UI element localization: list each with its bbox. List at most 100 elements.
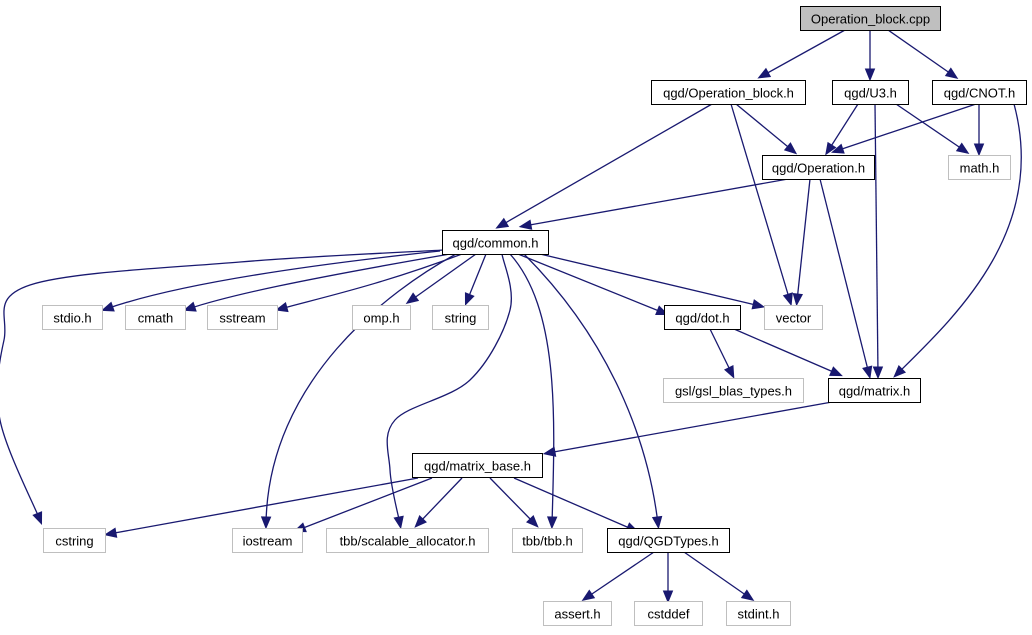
node-box xyxy=(543,601,612,626)
edge-matrix-base-h-to-iostream xyxy=(297,477,433,531)
node-box xyxy=(634,601,703,626)
node-box xyxy=(651,80,806,105)
arrowhead-icon xyxy=(100,301,115,312)
arrowhead-icon xyxy=(393,515,404,530)
edge-dot-h-to-matrix-h xyxy=(733,328,839,375)
arrowhead-icon xyxy=(518,219,533,230)
node-matrix-base-h[interactable]: qgd/matrix_base.h xyxy=(412,453,543,478)
node-stdint-h: stdint.h xyxy=(726,601,791,626)
node-operation-h[interactable]: qgd/Operation.h xyxy=(762,155,875,180)
node-dot-h[interactable]: qgd/dot.h xyxy=(664,305,741,330)
edge-operation-block-h-to-operation-h xyxy=(735,103,794,152)
node-label: stdio.h xyxy=(53,311,91,326)
edge-common-h-to-tbb-scalable-allocator-h xyxy=(386,253,512,525)
arrowhead-icon xyxy=(864,68,876,82)
node-box xyxy=(352,305,411,330)
node-label: cstring xyxy=(55,534,93,549)
edge-common-h-to-cmath xyxy=(187,253,451,310)
arrowhead-icon xyxy=(546,516,558,530)
node-box xyxy=(726,601,791,626)
edge-common-h-to-stdio-h xyxy=(105,250,441,310)
node-math-h: math.h xyxy=(948,155,1011,180)
arrowhead-icon xyxy=(862,365,873,380)
arrowhead-icon xyxy=(782,292,793,307)
arrowhead-icon xyxy=(651,515,663,530)
arrowhead-icon xyxy=(757,67,772,79)
arrowhead-icon xyxy=(829,366,843,377)
node-label: iostream xyxy=(243,534,293,549)
node-label: math.h xyxy=(960,161,1000,176)
node-box xyxy=(948,155,1011,180)
node-label: Operation_block.cpp xyxy=(811,12,930,27)
edge-u3-h-to-math-h xyxy=(895,103,966,152)
arrowhead-icon xyxy=(792,292,804,307)
arrowhead-icon xyxy=(405,292,420,305)
node-box xyxy=(42,305,103,330)
arrowhead-icon xyxy=(751,299,766,310)
arrowhead-icon xyxy=(872,366,884,380)
edge-cnot-h-to-matrix-h xyxy=(896,103,1022,375)
node-box xyxy=(664,305,741,330)
arrowhead-icon xyxy=(103,527,118,538)
node-qgdtypes-h[interactable]: qgd/QGDTypes.h xyxy=(607,528,730,553)
node-label: omp.h xyxy=(363,311,399,326)
node-tbb-scalable-allocator-h: tbb/scalable_allocator.h xyxy=(326,528,489,553)
arrowhead-icon xyxy=(32,511,43,525)
arrowhead-icon xyxy=(973,143,985,157)
edge-cnot-h-to-operation-h xyxy=(835,103,977,152)
node-box xyxy=(412,453,543,478)
node-cstddef: cstddef xyxy=(634,601,703,626)
edge-common-h-to-vector xyxy=(539,253,761,307)
edge-common-h-to-dot-h xyxy=(517,253,665,314)
node-box xyxy=(432,305,489,330)
node-label: qgd/Operation_block.h xyxy=(663,86,794,101)
edge-common-h-to-omp-h xyxy=(409,253,477,302)
arrowhead-icon xyxy=(414,514,427,528)
arrowhead-icon xyxy=(495,217,510,229)
node-label: vector xyxy=(776,311,812,326)
edge-common-h-to-qgdtypes-h xyxy=(523,253,659,525)
edge-operation-h-to-common-h xyxy=(523,178,789,227)
node-label: stdint.h xyxy=(738,607,780,622)
node-cmath: cmath xyxy=(125,305,186,330)
edge-qgdtypes-h-to-assert-h xyxy=(585,551,655,599)
node-label: qgd/U3.h xyxy=(844,86,897,101)
arrowhead-icon xyxy=(830,143,845,154)
node-common-h[interactable]: qgd/common.h xyxy=(442,230,549,255)
node-box xyxy=(762,155,875,180)
node-box xyxy=(800,6,941,31)
arrowhead-icon xyxy=(260,516,272,530)
arrowhead-icon xyxy=(526,514,539,528)
node-sstream: sstream xyxy=(207,305,278,330)
node-assert-h: assert.h xyxy=(543,601,612,626)
edge-matrix-base-h-to-cstring xyxy=(108,477,419,535)
edge-common-h-to-iostream xyxy=(265,253,457,525)
node-label: assert.h xyxy=(554,607,600,622)
arrowhead-icon xyxy=(581,589,596,601)
node-string: string xyxy=(432,305,489,330)
node-box xyxy=(232,528,303,553)
node-box xyxy=(512,528,583,553)
node-cnot-h[interactable]: qgd/CNOT.h xyxy=(932,80,1027,105)
node-label: qgd/dot.h xyxy=(675,311,729,326)
node-stdio-h: stdio.h xyxy=(42,305,103,330)
edge-operation-h-to-vector xyxy=(796,178,811,302)
node-omp-h: omp.h xyxy=(352,305,411,330)
arrowhead-icon xyxy=(662,590,674,604)
node-matrix-h[interactable]: qgd/matrix.h xyxy=(828,378,921,403)
arrowhead-icon xyxy=(723,364,735,379)
node-box xyxy=(442,230,549,255)
node-operation-block-cpp[interactable]: Operation_block.cpp xyxy=(800,6,941,31)
edge-matrix-base-h-to-tbb-scalable-allocator-h xyxy=(417,477,463,525)
node-u3-h[interactable]: qgd/U3.h xyxy=(832,80,909,105)
edge-operation-block-cpp-to-cnot-h xyxy=(887,29,955,77)
node-tbb-tbb-h: tbb/tbb.h xyxy=(512,528,583,553)
node-label: cmath xyxy=(138,311,173,326)
node-box xyxy=(125,305,186,330)
node-operation-block-h[interactable]: qgd/Operation_block.h xyxy=(651,80,806,105)
node-label: gsl/gsl_blas_types.h xyxy=(675,384,792,399)
edge-common-h-to-string xyxy=(466,253,487,302)
node-vector: vector xyxy=(764,305,823,330)
node-label: sstream xyxy=(219,311,265,326)
